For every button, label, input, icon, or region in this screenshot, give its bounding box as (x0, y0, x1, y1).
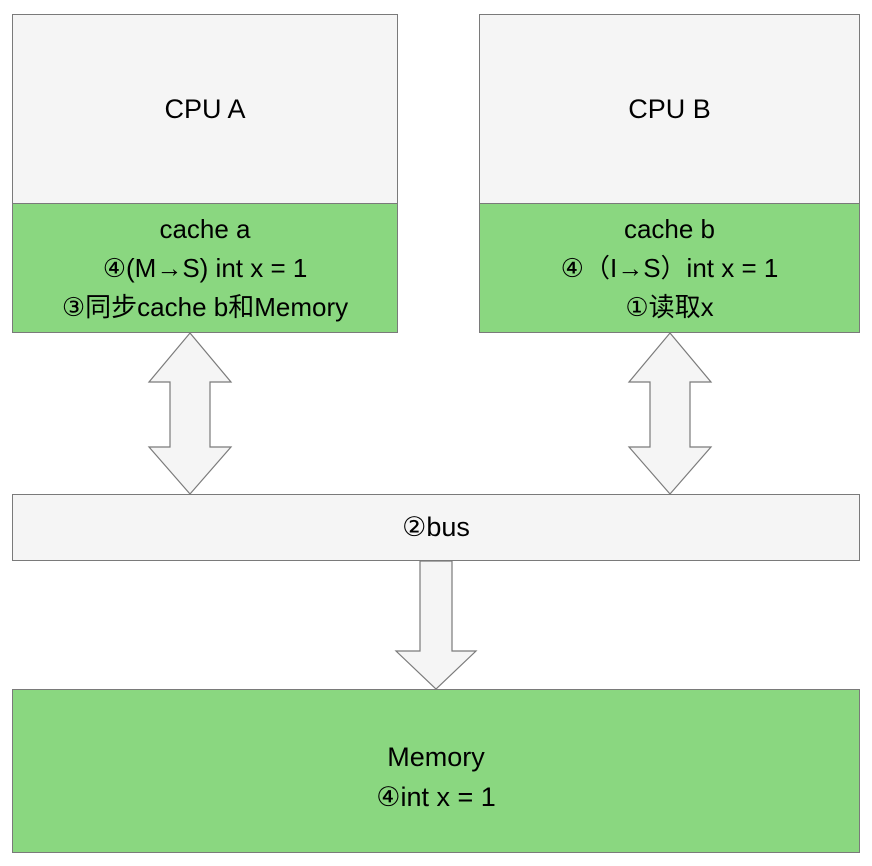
bus-label: ②bus (402, 512, 470, 542)
cache-a-action: ③同步cache b和Memory (61, 291, 349, 322)
cache-b-name: cache b (623, 213, 716, 244)
cpu-a-box: CPU A (12, 14, 398, 204)
cache-a-name: cache a (159, 213, 251, 244)
cpu-a-title: CPU A (164, 93, 246, 124)
cache-b-box: cache b ④（I→S）int x = 1 ①读取x (479, 203, 860, 333)
cache-b-action: ①读取x (625, 291, 714, 322)
cache-a-box: cache a ④(M→S) int x = 1 ③同步cache b和Memo… (12, 203, 398, 333)
memory-value: ④int x = 1 (376, 782, 496, 812)
cache-a-state: ④(M→S) int x = 1 (102, 252, 308, 283)
cpu-b-title: CPU B (628, 93, 711, 124)
cache-b-state: ④（I→S）int x = 1 (560, 252, 779, 283)
down-arrow-bus-memory (394, 560, 478, 690)
double-arrow-cpu-b-bus (627, 332, 713, 495)
memory-box: Memory ④int x = 1 (12, 689, 860, 853)
memory-title: Memory (387, 742, 485, 772)
double-arrow-cpu-a-bus (147, 332, 233, 495)
